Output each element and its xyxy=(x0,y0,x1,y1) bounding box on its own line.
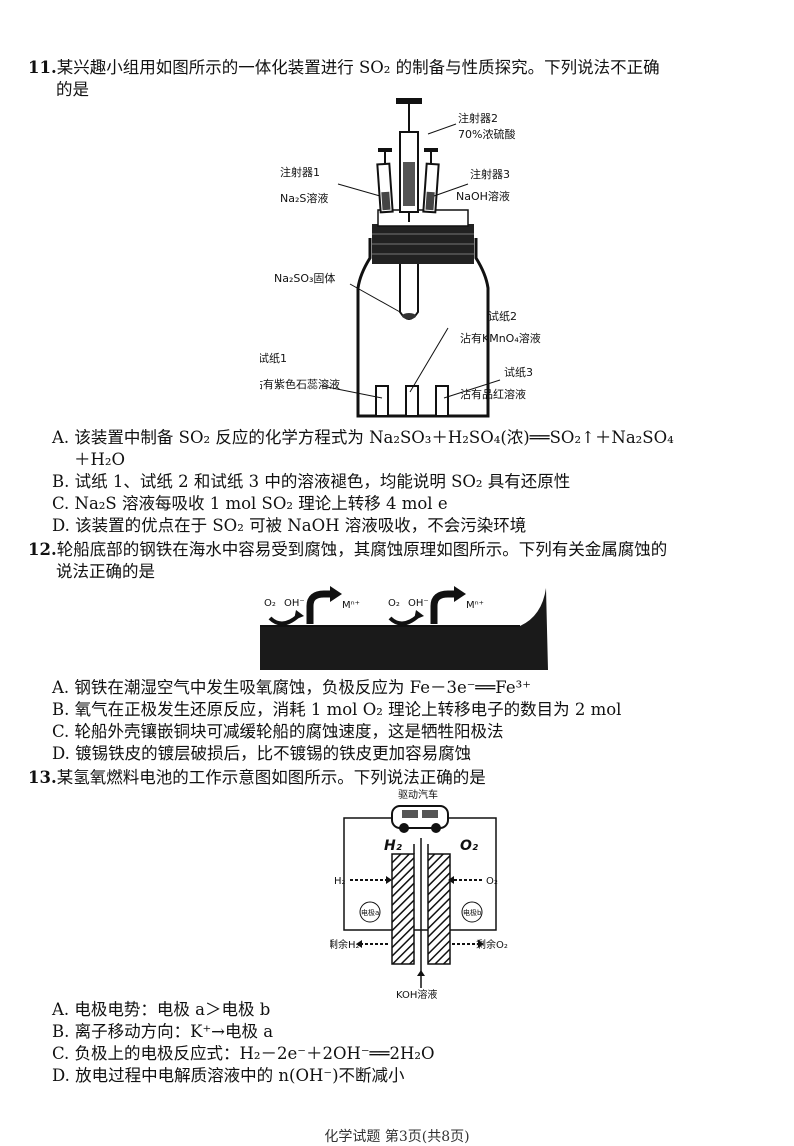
label-electrode-a: 电极a xyxy=(361,908,379,917)
q12-option-c: C. 轮船外壳镶嵌铜块可减缓轮船的腐蚀速度，这是牺牲阳极法 xyxy=(52,722,504,741)
q11-option-a-line1: A. 该装置中制备 SO₂ 反应的化学方程式为 Na₂SO₃＋H₂SO₄(浓)═… xyxy=(52,428,674,447)
car-icon xyxy=(391,805,449,833)
label-oh-right: OH⁻ xyxy=(408,598,429,609)
q13-option-a: A. 电极电势：电极 a＞电极 b xyxy=(52,1000,271,1019)
q12-option-d: D. 镀锡铁皮的镀层破损后，比不镀锡的铁皮更加容易腐蚀 xyxy=(52,744,472,763)
label-m-left: Mⁿ⁺ xyxy=(342,600,360,611)
label-paper1-desc: 沾有紫色石蕊溶液 xyxy=(260,377,340,391)
label-h2-out: 剩余H₂ xyxy=(330,938,360,951)
electrode-a xyxy=(391,853,415,965)
test-paper-2 xyxy=(405,385,419,417)
label-electrode-b: 电极b xyxy=(463,908,482,917)
label-paper2: 试纸2 xyxy=(488,310,517,323)
q13-option-c: C. 负极上的电极反应式：H₂－2e⁻＋2OH⁻══2H₂O xyxy=(52,1044,435,1063)
label-paper3-desc: 沾有品红溶液 xyxy=(460,387,526,401)
curved-arrow-right-big xyxy=(430,590,456,624)
label-o2-left: O₂ xyxy=(264,598,276,609)
curved-arrow-left-small xyxy=(268,614,300,626)
q13-number: 13. xyxy=(28,768,57,787)
label-o2-right: O₂ xyxy=(388,598,400,609)
page-footer: 化学试题 第3页(共8页) xyxy=(324,1129,470,1145)
q11-option-b: B. 试纸 1、试纸 2 和试纸 3 中的溶液褪色，均能说明 SO₂ 具有还原性 xyxy=(52,472,571,491)
label-car: 驱动汽车 xyxy=(398,788,438,801)
label-paper3: 试纸3 xyxy=(504,366,533,379)
syringe-2 xyxy=(396,98,422,222)
q13-fuel-cell-figure: 电极a 电极b 驱动汽车 H₂ O₂ H₂ O₂ 剩余H₂ 剩余O₂ KOH溶液 xyxy=(330,788,508,1000)
label-o2-hand: O₂ xyxy=(460,838,479,854)
curved-arrow-left-big xyxy=(306,590,332,624)
label-o2-in: O₂ xyxy=(486,876,498,887)
label-h2-hand: H₂ xyxy=(384,838,403,854)
syringe-1 xyxy=(376,148,394,214)
label-paper2-desc: 沾有KMnO₄溶液 xyxy=(460,331,541,345)
q13-option-b: B. 离子移动方向：K⁺→电极 a xyxy=(52,1022,274,1041)
label-syringe1: 注射器1 xyxy=(280,165,320,179)
label-na2so3: Na₂SO₃固体 xyxy=(274,271,335,285)
steel-plate xyxy=(260,588,548,670)
test-paper-1 xyxy=(375,385,389,417)
label-paper1: 试纸1 xyxy=(260,352,287,365)
curved-arrow-right-small xyxy=(388,614,420,626)
label-na2s: Na₂S溶液 xyxy=(280,191,328,205)
q11-option-a-line2: ＋H₂O xyxy=(74,450,126,469)
label-h2-in: H₂ xyxy=(334,876,346,887)
q12-corrosion-figure: O₂ OH⁻ Mⁿ⁺ O₂ OH⁻ Mⁿ⁺ xyxy=(260,586,548,670)
q11-number: 11. xyxy=(28,58,57,77)
label-acid: 70%浓硫酸 xyxy=(458,127,515,141)
label-o2-out: 剩余O₂ xyxy=(476,938,508,951)
q12-number: 12. xyxy=(28,540,57,559)
q11-stem-line1: 11.某兴趣小组用如图所示的一体化装置进行 SO₂ 的制备与性质探究。下列说法不… xyxy=(28,58,660,78)
label-m-right: Mⁿ⁺ xyxy=(466,600,484,611)
label-oh-left: OH⁻ xyxy=(284,598,305,609)
test-paper-3 xyxy=(435,385,449,417)
q13-stem-text: 某氢氧燃料电池的工作示意图如图所示。下列说法正确的是 xyxy=(56,768,486,787)
q12-stem-text: 轮船底部的钢铁在海水中容易受到腐蚀，其腐蚀原理如图所示。下列有关金属腐蚀的 xyxy=(56,540,668,559)
q11-apparatus-figure: 注射器2 70%浓硫酸 注射器1 Na₂S溶液 注射器3 NaOH溶液 Na₂S… xyxy=(260,98,541,418)
q11-option-c: C. Na₂S 溶液每吸收 1 mol SO₂ 理论上转移 4 mol e xyxy=(52,494,448,513)
q13-stem: 13.某氢氧燃料电池的工作示意图如图所示。下列说法正确的是 xyxy=(28,768,486,788)
q11-stem-line2: 的是 xyxy=(56,80,89,99)
q11-option-d: D. 该装置的优点在于 SO₂ 可被 NaOH 溶液吸收，不会污染环境 xyxy=(52,516,527,535)
q11-stem-text: 某兴趣小组用如图所示的一体化装置进行 SO₂ 的制备与性质探究。下列说法不正确 xyxy=(56,58,660,77)
q12-stem-line2: 说法正确的是 xyxy=(56,562,155,581)
q12-stem-line1: 12.轮船底部的钢铁在海水中容易受到腐蚀，其腐蚀原理如图所示。下列有关金属腐蚀的 xyxy=(28,540,667,560)
q13-option-d: D. 放电过程中电解质溶液中的 n(OH⁻)不断减小 xyxy=(52,1066,405,1085)
label-koh: KOH溶液 xyxy=(396,988,437,1000)
syringe-3 xyxy=(422,148,440,214)
label-syringe2: 注射器2 xyxy=(458,111,498,125)
inner-test-tube xyxy=(399,264,419,320)
label-naoh: NaOH溶液 xyxy=(456,189,510,203)
label-syringe3: 注射器3 xyxy=(470,167,510,181)
q12-option-a: A. 钢铁在潮湿空气中发生吸氧腐蚀，负极反应为 Fe－3e⁻══Fe³⁺ xyxy=(52,678,531,697)
q12-option-b: B. 氧气在正极发生还原反应，消耗 1 mol O₂ 理论上转移电子的数目为 2… xyxy=(52,700,622,719)
electrode-b xyxy=(427,853,451,965)
flask-body xyxy=(356,238,490,418)
